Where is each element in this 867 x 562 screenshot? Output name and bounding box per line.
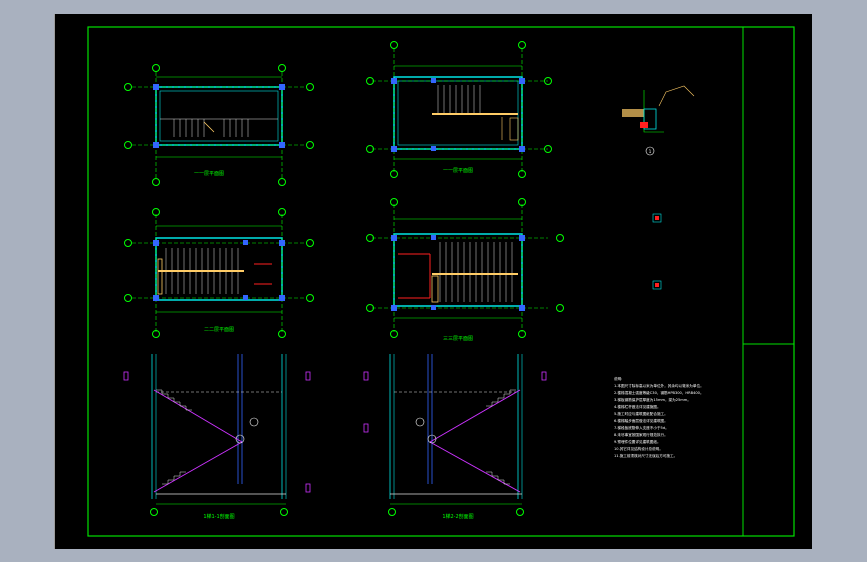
note-line: 9.预埋件位置详见建筑图纸。 [614, 439, 661, 444]
plan-view-mid-left: 二二层平面图 [124, 208, 314, 338]
note-line: 6.楼梯踏步面层做法详见建筑图。 [614, 418, 668, 423]
notes-heading: 说明: [614, 376, 622, 381]
sheet-border [87, 26, 795, 537]
section-view-mid: 1梯2-2剖面图 [363, 354, 547, 520]
view-title-mid-left: 二二层平面图 [204, 327, 234, 333]
note-line: 5.施工时应与建筑图纸配合施工。 [614, 411, 668, 416]
view-title-bot-left: 1梯1-1剖面图 [203, 513, 234, 520]
plan-view-top-left: 一一层平面图 [124, 64, 314, 186]
note-line: 1.本图尺寸除标高以米为单位外，其余均以毫米为单位。 [614, 383, 704, 388]
view-title-top-left: 一一层平面图 [194, 171, 224, 177]
detail-callout-circle [645, 146, 655, 156]
note-line: 11.施工前须核对尺寸无误后方可施工。 [614, 453, 677, 458]
cad-drawing: 一一层平面图 一一层平 [54, 14, 795, 549]
note-line: 4.楼梯栏杆做法详见建施图。 [614, 404, 661, 409]
general-notes: 说明: 1.本图尺寸除标高以米为单位外，其余均以毫米为单位。 2.楼梯混凝土强度… [614, 376, 704, 458]
section-view-left: 1梯1-1剖面图 [123, 354, 311, 520]
note-line: 10.其它详见结构设计总说明。 [614, 446, 663, 451]
drawing-sheet: 一一层平面图 一一层平 [54, 14, 812, 549]
note-line: 8.未尽事宜按国家现行规范执行。 [614, 432, 668, 437]
view-title-top-mid: 一一层平面图 [443, 168, 473, 174]
plan-view-mid-mid: 三三层平面图 [366, 198, 564, 342]
plan-view-top-mid: 一一层平面图 [366, 41, 552, 178]
note-line: 3.梯板钢筋保护层厚度为15mm，梁为25mm。 [614, 397, 691, 402]
view-title-mid-mid: 三三层平面图 [443, 336, 473, 342]
note-line: 2.楼梯混凝土强度等级C30，钢筋HPB300，HRB400。 [614, 390, 704, 395]
note-line: 7.梯段板底筋伸入支座不小于5d。 [614, 425, 669, 430]
view-title-bot-mid: 1梯2-2剖面图 [442, 513, 473, 520]
detail-section-right: 1 [622, 85, 695, 290]
detail-callout-number: 1 [649, 149, 652, 154]
